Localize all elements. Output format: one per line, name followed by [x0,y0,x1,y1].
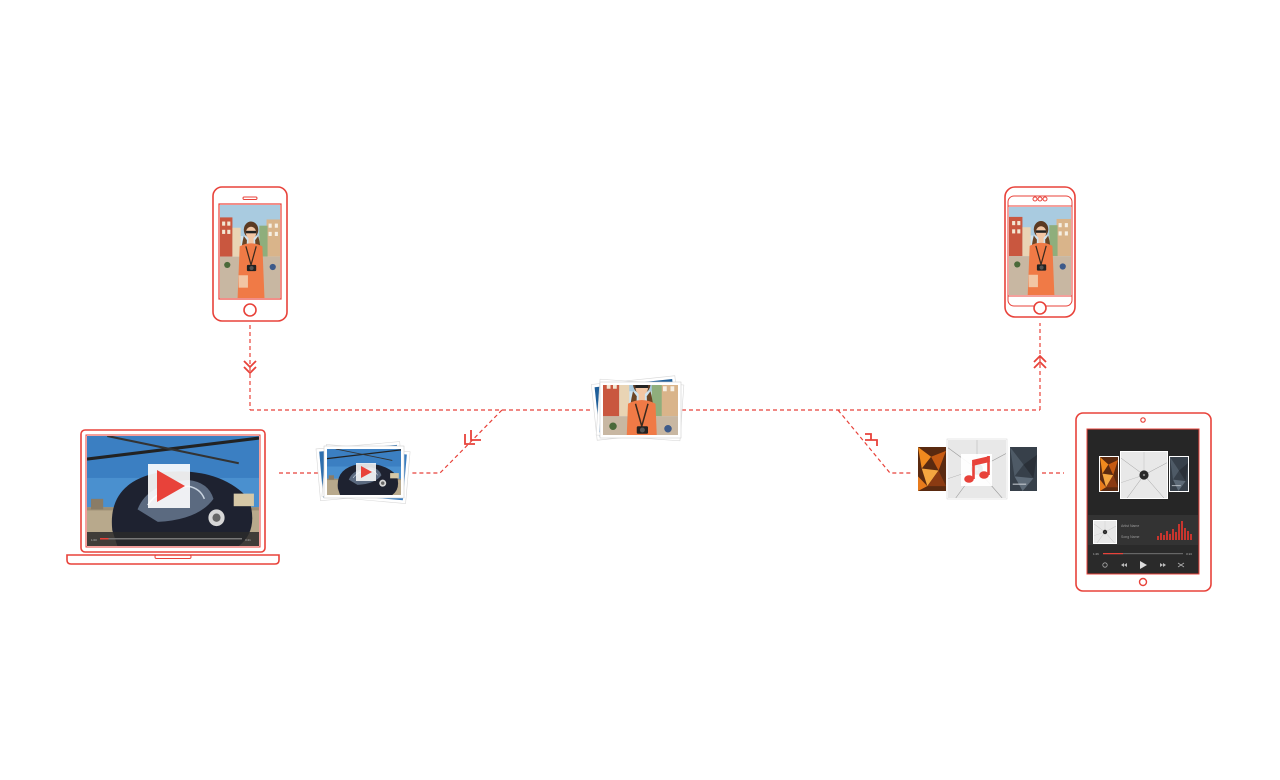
video-time-total: 3:21 [245,538,251,542]
music-time-total: 3:13 [1186,552,1192,556]
smartphone-left [212,186,288,322]
artist-name: Artist Name [1121,524,1139,528]
home-button[interactable] [1138,577,1148,587]
play-icon[interactable] [148,464,190,508]
camera-dot [1140,417,1146,423]
photo-stack [590,375,685,442]
tablet: Artist Name Song Name 1:26 3:13 [1075,412,1212,592]
album-cover [918,447,946,491]
video-progress-fill [100,538,109,540]
video-progress-track[interactable] [100,538,242,540]
double-chevron-down-right-icon [865,433,878,446]
connector-lines [249,323,1064,474]
play-icon[interactable] [1140,561,1147,569]
connector-to-albums [837,409,912,474]
laptop-notch [154,554,192,559]
smartphone-right [1004,186,1076,318]
music-time-elapsed: 1:26 [1093,552,1099,556]
album-cover[interactable] [1170,457,1188,491]
phone-photo [219,205,281,298]
video-thumbnail-stack [315,441,411,504]
play-icon[interactable] [356,463,376,481]
double-chevron-down-left-icon [464,430,481,445]
phone-photo [1009,205,1071,298]
fast-forward-icon[interactable] [1160,563,1166,567]
repeat-icon[interactable] [1102,562,1108,568]
music-progress-track[interactable] [1103,553,1183,555]
earpiece [242,196,258,200]
shared-photo [603,385,678,435]
music-note-icon [964,456,990,483]
sensor-dot [1037,196,1043,202]
laptop-base [66,554,280,565]
sensor-dot [1032,196,1038,202]
album-cover[interactable] [1100,457,1118,491]
waveform [1157,521,1192,540]
sensor-dot [1042,196,1048,202]
shuffle-icon[interactable] [1177,562,1185,568]
music-progress-fill [1103,553,1123,555]
song-name: Song Name [1121,535,1140,539]
album-stack [918,438,1037,500]
video-time-elapsed: 1:00 [91,538,97,542]
connector-to-video-stack [410,409,503,474]
now-playing-thumbnail [1094,521,1116,543]
rewind-icon[interactable] [1121,563,1127,567]
album-cover-current[interactable] [1121,452,1167,498]
home-button[interactable] [1033,301,1047,315]
album-cover [1010,447,1037,491]
double-chevron-down-icon [243,360,257,375]
double-chevron-up-icon [1033,354,1047,369]
home-button[interactable] [243,303,257,317]
laptop: 1:00 3:21 [66,429,280,565]
